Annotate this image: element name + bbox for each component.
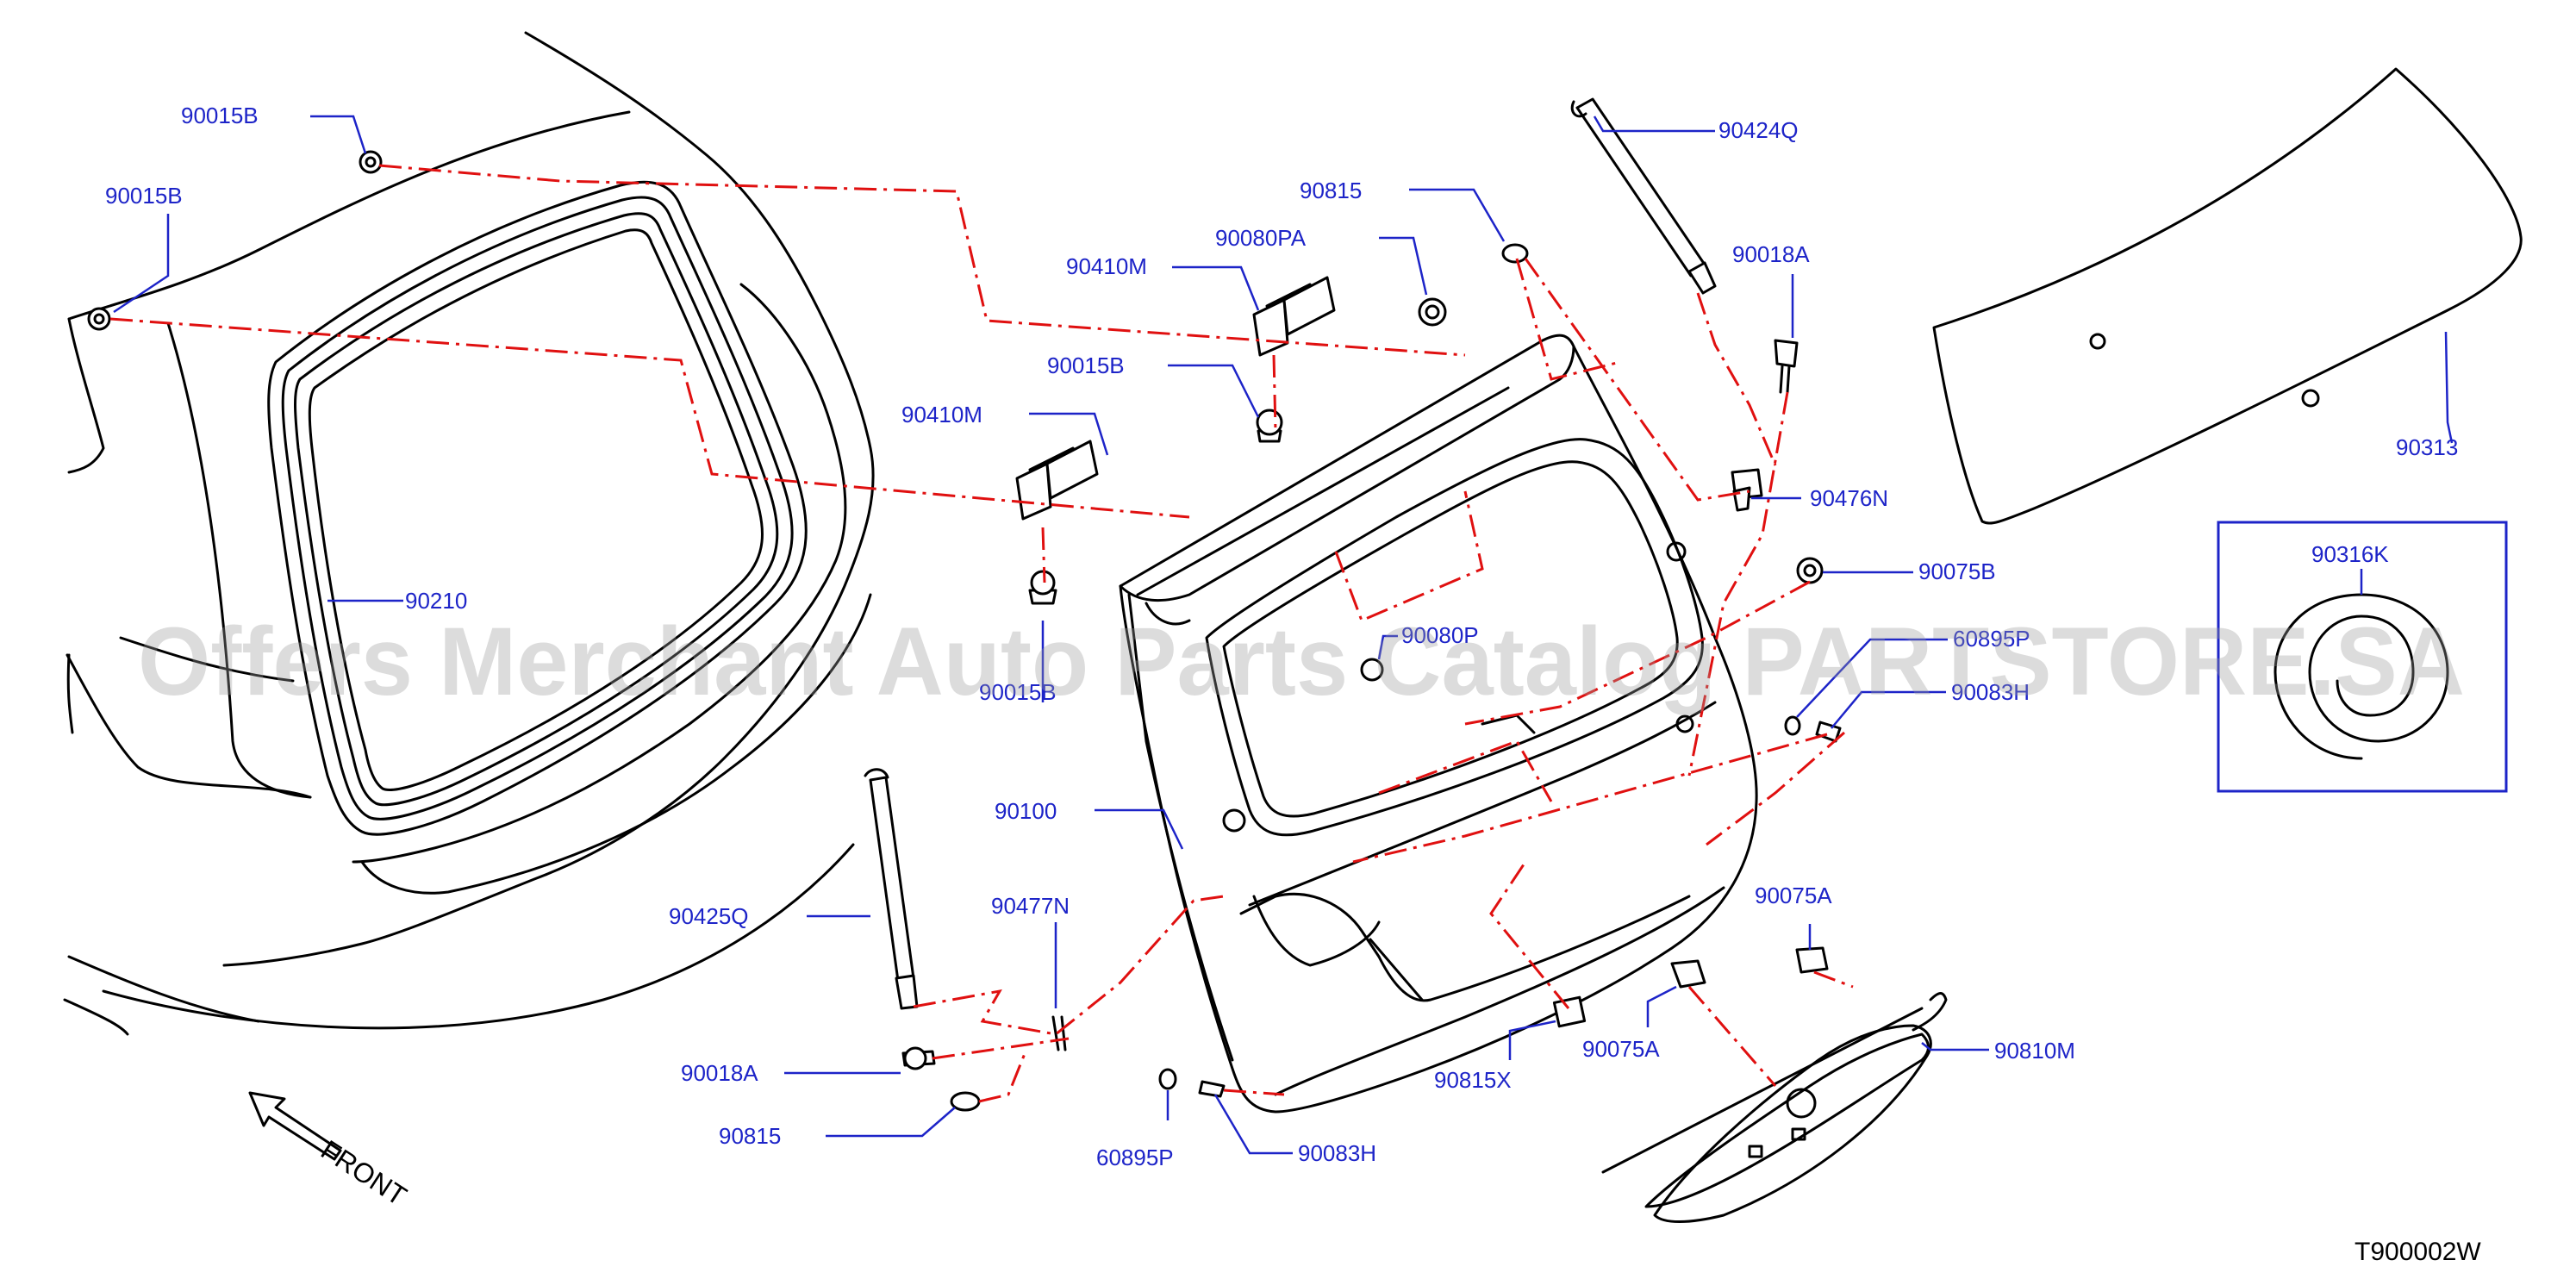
part-label: 90075A xyxy=(1755,883,1832,908)
front-label: FRONT xyxy=(315,1134,412,1212)
leader-lines xyxy=(113,115,2454,1155)
part-label: 90410M xyxy=(1066,253,1147,279)
part-label: 90424Q xyxy=(1718,117,1799,143)
part-label: 90083H xyxy=(1951,679,2030,705)
part-label: 90815 xyxy=(719,1123,781,1149)
back-door-drawing xyxy=(1119,334,1758,1114)
part-label: 90018A xyxy=(681,1060,758,1086)
stay-90425q-drawing xyxy=(864,768,919,1010)
stay-90424q-drawing xyxy=(1570,97,1717,295)
part-label: 90015B xyxy=(181,103,259,128)
part-label: 90080PA xyxy=(1215,225,1307,251)
part-label: 90476N xyxy=(1810,485,1888,511)
part-label: 90410M xyxy=(901,402,982,427)
part-labels: 90015B 90015B 90210 90815 90080PA 90410M… xyxy=(105,103,2481,1266)
phantom-lines xyxy=(109,164,1854,1103)
part-label: 60895P xyxy=(1096,1145,1174,1170)
part-label: 90075B xyxy=(1918,558,1996,584)
back-door-glass-drawing xyxy=(1932,67,2523,525)
part-label: 90015B xyxy=(105,183,183,209)
hinge-upper-drawing xyxy=(1252,276,1336,357)
part-label: 90815 xyxy=(1300,178,1362,203)
part-label: 90425Q xyxy=(669,903,749,929)
part-label: 60895P xyxy=(1953,626,2030,652)
part-label: 90015B xyxy=(979,679,1057,705)
diagram-code: T900002W xyxy=(2355,1238,2481,1266)
part-label: 90477N xyxy=(991,893,1070,919)
part-label: 90313 xyxy=(2396,434,2458,460)
watermark-text: Offers Merchant Auto Parts Catalog PARTS… xyxy=(138,608,2465,715)
part-label: 90815X xyxy=(1434,1067,1512,1093)
inset-box-90316k xyxy=(2217,521,2508,793)
hinge-lower-drawing xyxy=(1015,440,1099,521)
part-label: 90018A xyxy=(1732,241,1810,267)
part-label: 90810M xyxy=(1994,1038,2075,1064)
part-label: 90015B xyxy=(1047,353,1125,378)
part-label: 90210 xyxy=(405,588,467,614)
front-direction-arrow xyxy=(248,1091,342,1161)
part-label: 90083H xyxy=(1298,1140,1376,1166)
part-label: 90080P xyxy=(1401,622,1479,648)
part-label: 90316K xyxy=(2311,541,2389,567)
body-shell-drawing xyxy=(63,31,875,1036)
part-label: 90075A xyxy=(1582,1036,1660,1062)
spoiler-drawing xyxy=(1601,992,1948,1223)
part-label: 90100 xyxy=(995,798,1057,824)
fastener-drawings xyxy=(87,150,1842,1112)
